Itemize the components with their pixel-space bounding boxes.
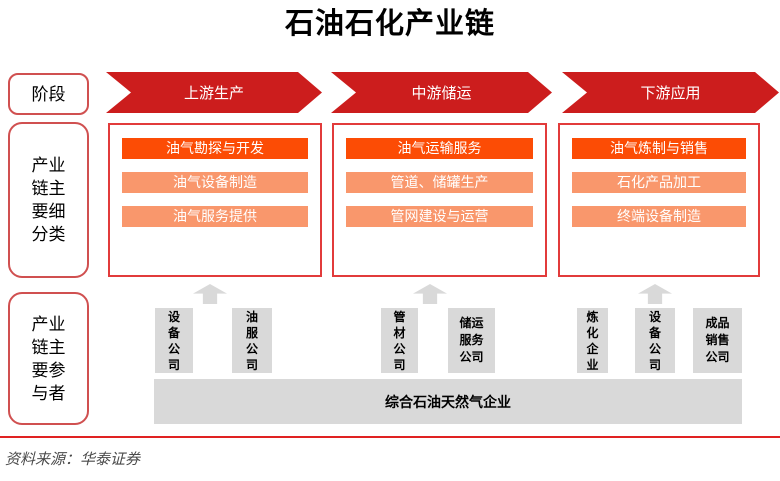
midstream-secondary-bar-2: 管网建设与运营	[346, 206, 533, 227]
stage-arrow-midstream: 中游储运	[331, 72, 552, 113]
participant-equipment-company-2: 设 备 公 司	[635, 308, 675, 373]
stage-arrow-upstream: 上游生产	[106, 72, 322, 113]
segments-row-label-text: 产业 链主 要细 分类	[31, 156, 66, 244]
participant-equipment-company-1: 设 备 公 司	[155, 308, 193, 373]
stage-row-label: 阶段	[8, 73, 89, 115]
stage-arrow-upstream-label: 上游生产	[183, 85, 244, 102]
upstream-secondary-bar-1: 油气设备制造	[122, 172, 308, 193]
participant-storage-transport-service-company: 储运 服务 公司	[448, 308, 495, 373]
stage-arrow-downstream: 下游应用	[562, 72, 779, 113]
footer-divider	[0, 436, 780, 438]
upstream-secondary-bar-2: 油气服务提供	[122, 206, 308, 227]
downstream-secondary-bar-1: 石化产品加工	[572, 172, 746, 193]
integrated-oil-gas-enterprise-label: 综合石油天然气企业	[385, 393, 511, 410]
participant-pipe-material-company: 管 材 公 司	[381, 308, 418, 373]
midstream-up-arrow-icon	[413, 284, 447, 304]
upstream-primary-bar: 油气勘探与开发	[122, 138, 308, 159]
participant-refining-enterprise: 炼 化 企 业	[577, 308, 608, 373]
midstream-secondary-bar-1: 管道、储罐生产	[346, 172, 533, 193]
segments-row-label: 产业 链主 要细 分类	[8, 122, 89, 278]
integrated-oil-gas-enterprise-bar: 综合石油天然气企业	[154, 379, 742, 424]
stage-arrow-downstream-label: 下游应用	[640, 85, 701, 102]
downstream-up-arrow-icon	[638, 284, 672, 304]
upstream-category-box: 油气勘探与开发 油气设备制造 油气服务提供	[108, 123, 322, 277]
stage-arrow-midstream-label: 中游储运	[411, 85, 472, 102]
downstream-category-box: 油气炼制与销售 石化产品加工 终端设备制造	[558, 123, 760, 277]
stage-row-label-text: 阶段	[31, 84, 66, 104]
downstream-secondary-bar-2: 终端设备制造	[572, 206, 746, 227]
participants-row-label: 产业 链主 要参 与者	[8, 292, 89, 425]
participants-row-label-text: 产业 链主 要参 与者	[31, 314, 66, 403]
upstream-up-arrow-icon	[193, 284, 227, 304]
page-title: 石油石化产业链	[284, 8, 495, 40]
midstream-category-box: 油气运输服务 管道、储罐生产 管网建设与运营	[332, 123, 547, 277]
source-note: 资料来源：华泰证券	[5, 452, 141, 468]
downstream-primary-bar: 油气炼制与销售	[572, 138, 746, 159]
participant-product-sales-company: 成品 销售 公司	[693, 308, 742, 373]
midstream-primary-bar: 油气运输服务	[346, 138, 533, 159]
participant-oilfield-service-company: 油 服 公 司	[232, 308, 272, 373]
